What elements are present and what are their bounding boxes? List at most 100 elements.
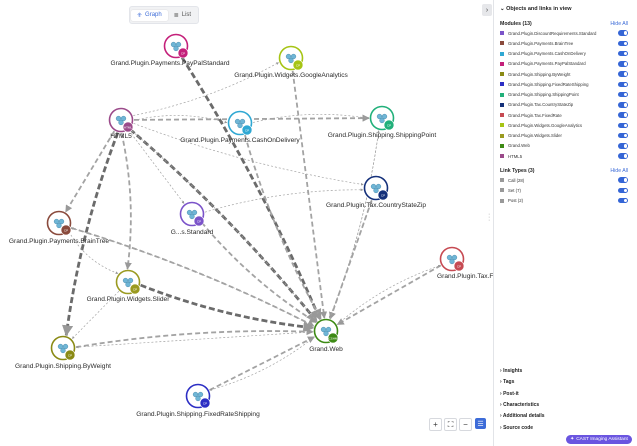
module-visibility-toggle[interactable] bbox=[618, 91, 628, 98]
module-visibility-toggle[interactable] bbox=[618, 30, 628, 36]
module-visibility-toggle[interactable] bbox=[618, 102, 628, 108]
module-visibility-toggle[interactable] bbox=[618, 122, 628, 128]
module-row[interactable]: Grand.Plugin.Widgets.Slider bbox=[500, 132, 628, 140]
module-row[interactable]: Grand.Plugin.DiscountRequirements.Standa… bbox=[500, 29, 628, 37]
list-view-button[interactable]: ≣ List bbox=[173, 12, 192, 19]
module-row[interactable]: Grand.Plugin.Shipping.ShippingPoint bbox=[500, 91, 628, 99]
module-row[interactable]: Grand.Plugin.Tax.CountryStateZip bbox=[500, 101, 628, 109]
module-icon bbox=[192, 391, 204, 402]
module-visibility-toggle[interactable] bbox=[618, 112, 628, 118]
graph-edge[interactable] bbox=[180, 56, 322, 321]
module-visibility-toggle[interactable] bbox=[618, 50, 628, 57]
graph-edge[interactable] bbox=[133, 115, 228, 124]
graph-edge[interactable] bbox=[329, 199, 373, 320]
graph-edge[interactable] bbox=[336, 264, 442, 326]
link-type-visibility-toggle[interactable] bbox=[618, 187, 628, 193]
link-type-visibility-toggle[interactable] bbox=[618, 197, 628, 204]
graph-edge[interactable] bbox=[75, 331, 314, 349]
graph-edge[interactable] bbox=[120, 132, 132, 270]
layout-button[interactable]: ☰ bbox=[475, 418, 486, 429]
graph-edge[interactable] bbox=[209, 336, 315, 391]
graph-edge[interactable] bbox=[244, 134, 322, 320]
graph-edge[interactable] bbox=[204, 188, 364, 213]
node-badge bbox=[241, 124, 253, 136]
module-row[interactable]: Grand.Plugin.Widgets.GoogleAnalytics bbox=[500, 121, 628, 129]
graph-edge[interactable] bbox=[71, 291, 120, 339]
module-visibility-toggle[interactable] bbox=[618, 153, 628, 159]
graph-edge[interactable] bbox=[75, 328, 314, 349]
zoom-out-button[interactable]: − bbox=[459, 418, 472, 431]
module-icon bbox=[446, 254, 458, 265]
graph-edge[interactable] bbox=[64, 130, 116, 213]
accordion-tags[interactable]: › Tags bbox=[500, 379, 515, 386]
accordion-insights[interactable]: › Insights bbox=[500, 368, 523, 374]
zoom-in-button[interactable]: + bbox=[429, 418, 442, 431]
list-icon: ≣ bbox=[173, 12, 179, 19]
panel-resize-handle[interactable]: ··· bbox=[488, 211, 491, 224]
graph-edge[interactable] bbox=[62, 132, 120, 337]
graph-edge[interactable] bbox=[68, 231, 119, 274]
graph-node-frs[interactable]: CPGrand.Plugin.Shipping.FixedRateShippin… bbox=[136, 383, 260, 419]
graph-node-disc[interactable]: CPG...s.Standard bbox=[171, 201, 214, 237]
graph-edge[interactable] bbox=[140, 283, 315, 333]
accordion-additional-details[interactable]: › Additional details bbox=[500, 413, 545, 420]
graph-edge[interactable] bbox=[291, 70, 328, 319]
module-row[interactable]: HTML5 bbox=[500, 152, 628, 160]
module-visibility-toggle[interactable] bbox=[618, 132, 628, 139]
module-row[interactable]: Grand.Plugin.Tax.FixedRate bbox=[500, 111, 628, 119]
graph-edge[interactable] bbox=[129, 128, 319, 323]
sparkle-icon: ✦ bbox=[570, 437, 575, 442]
chevron-right-icon: › bbox=[500, 424, 504, 431]
graph-edge[interactable] bbox=[337, 264, 441, 325]
link-type-row[interactable]: Set (7) bbox=[500, 186, 628, 194]
graph-edge[interactable] bbox=[133, 123, 364, 186]
modules-hide-all-link[interactable]: Hide All bbox=[610, 21, 628, 27]
module-visibility-toggle[interactable] bbox=[618, 40, 628, 46]
module-row[interactable]: Grand.Web bbox=[500, 142, 628, 150]
graph-edge[interactable] bbox=[70, 227, 315, 327]
module-row[interactable]: Grand.Plugin.Shipping.FixedRateShipping bbox=[500, 80, 628, 88]
link-types-hide-all-link[interactable]: Hide All bbox=[610, 168, 628, 174]
link-type-row[interactable]: Post (2) bbox=[500, 197, 628, 205]
fit-view-button[interactable]: ⛶ bbox=[444, 418, 457, 431]
module-row[interactable]: Grand.Plugin.Shipping.ByWeight bbox=[500, 70, 628, 78]
module-row[interactable]: Grand.Plugin.Payments.PayPalStandard bbox=[500, 60, 628, 68]
accordion-characteristics[interactable]: › Characteristics bbox=[500, 401, 540, 408]
graph-view-button[interactable]: ⁜ Graph bbox=[131, 9, 168, 21]
module-label: Grand.Plugin.Shipping.ShippingPoint bbox=[508, 92, 579, 97]
graph-edge[interactable] bbox=[201, 221, 317, 324]
graph-edge[interactable] bbox=[128, 130, 185, 204]
link-type-visibility-toggle[interactable] bbox=[618, 177, 628, 183]
graph-edge[interactable] bbox=[252, 114, 370, 123]
graph-edge[interactable] bbox=[328, 130, 380, 319]
module-visibility-toggle[interactable] bbox=[618, 61, 628, 67]
module-visibility-toggle[interactable] bbox=[618, 143, 628, 149]
side-panel-title[interactable]: ⌄ Objects and links in view bbox=[500, 6, 572, 12]
collapse-panel-button[interactable]: › bbox=[482, 4, 492, 16]
assistant-button[interactable]: ✦ CAST Imaging Assistant bbox=[566, 435, 632, 444]
link-type-row[interactable]: Call (28) bbox=[500, 176, 628, 184]
graph-edge[interactable] bbox=[133, 62, 280, 116]
module-visibility-toggle[interactable] bbox=[618, 71, 628, 77]
accordion-post-it[interactable]: › Post-it bbox=[500, 390, 519, 397]
module-visibility-toggle[interactable] bbox=[618, 81, 628, 87]
graph-edge[interactable] bbox=[329, 200, 373, 319]
module-row[interactable]: Grand.Plugin.Payments.BrainTree bbox=[500, 39, 628, 47]
graph-edge[interactable] bbox=[328, 130, 380, 319]
module-row[interactable]: Grand.Plugin.Payments.CashOnDelivery bbox=[500, 50, 628, 58]
graph-edge[interactable] bbox=[209, 336, 316, 391]
accordion-source-code[interactable]: › Source code bbox=[500, 424, 534, 431]
